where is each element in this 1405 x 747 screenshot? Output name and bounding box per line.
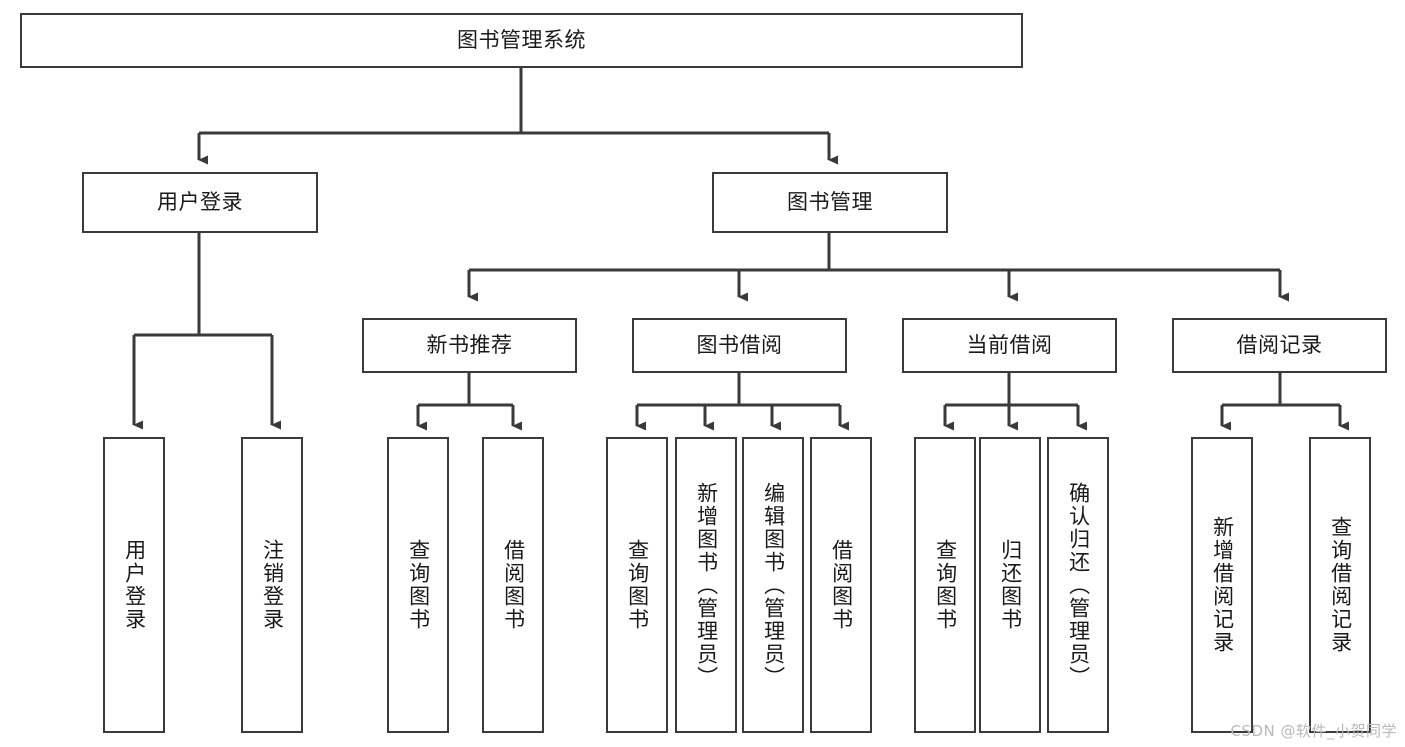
node-book-borrow-label: 图书借阅 bbox=[696, 333, 783, 358]
node-book-manage-label: 图书管理 bbox=[787, 190, 873, 215]
node-current-borrow-label: 当前借阅 bbox=[966, 333, 1053, 358]
node-leaf-query-book-3[interactable]: 查询图书 bbox=[914, 437, 976, 733]
node-current-borrow[interactable]: 当前借阅 bbox=[902, 318, 1117, 373]
csdn-watermark: CSDN @软件_小贺同学 bbox=[1230, 722, 1397, 740]
node-new-book-recommend[interactable]: 新书推荐 bbox=[362, 318, 577, 373]
node-leaf-edit-book-label: 编辑图书（管理员） bbox=[761, 481, 786, 689]
node-leaf-add-record-label: 新增借阅记录 bbox=[1210, 516, 1235, 654]
node-leaf-return-book-label: 归还图书 bbox=[998, 539, 1023, 631]
node-user-login-label: 用户登录 bbox=[157, 190, 243, 215]
node-leaf-user-login[interactable]: 用户登录 bbox=[103, 437, 165, 733]
node-leaf-borrow-book-2-label: 借阅图书 bbox=[829, 539, 854, 631]
node-borrow-record-label: 借阅记录 bbox=[1236, 333, 1323, 358]
node-leaf-query-book-1-label: 查询图书 bbox=[406, 539, 431, 631]
node-leaf-edit-book[interactable]: 编辑图书（管理员） bbox=[742, 437, 804, 733]
node-leaf-query-book-3-label: 查询图书 bbox=[933, 539, 958, 631]
node-book-borrow[interactable]: 图书借阅 bbox=[632, 318, 847, 373]
node-book-manage[interactable]: 图书管理 bbox=[712, 172, 948, 233]
node-leaf-query-record-label: 查询借阅记录 bbox=[1328, 516, 1353, 654]
node-leaf-add-record[interactable]: 新增借阅记录 bbox=[1191, 437, 1253, 733]
node-leaf-return-book[interactable]: 归还图书 bbox=[979, 437, 1041, 733]
node-leaf-add-book[interactable]: 新增图书（管理员） bbox=[675, 437, 737, 733]
node-root-label: 图书管理系统 bbox=[457, 28, 586, 53]
node-leaf-add-book-label: 新增图书（管理员） bbox=[694, 481, 719, 689]
node-leaf-query-book-2-label: 查询图书 bbox=[625, 539, 650, 631]
node-leaf-logout-login-label: 注销登录 bbox=[260, 539, 285, 631]
node-leaf-borrow-book-2[interactable]: 借阅图书 bbox=[810, 437, 872, 733]
node-leaf-query-book-1[interactable]: 查询图书 bbox=[387, 437, 449, 733]
node-leaf-confirm-return[interactable]: 确认归还（管理员） bbox=[1047, 437, 1109, 733]
node-leaf-borrow-book-1[interactable]: 借阅图书 bbox=[482, 437, 544, 733]
node-leaf-query-record[interactable]: 查询借阅记录 bbox=[1309, 437, 1371, 733]
node-user-login[interactable]: 用户登录 bbox=[82, 172, 318, 233]
node-borrow-record[interactable]: 借阅记录 bbox=[1172, 318, 1387, 373]
node-leaf-user-login-label: 用户登录 bbox=[122, 539, 147, 631]
node-leaf-confirm-return-label: 确认归还（管理员） bbox=[1066, 481, 1091, 689]
node-leaf-logout-login[interactable]: 注销登录 bbox=[241, 437, 303, 733]
node-leaf-query-book-2[interactable]: 查询图书 bbox=[606, 437, 668, 733]
node-leaf-borrow-book-1-label: 借阅图书 bbox=[501, 539, 526, 631]
node-root[interactable]: 图书管理系统 bbox=[20, 13, 1023, 68]
node-new-book-recommend-label: 新书推荐 bbox=[426, 333, 513, 358]
